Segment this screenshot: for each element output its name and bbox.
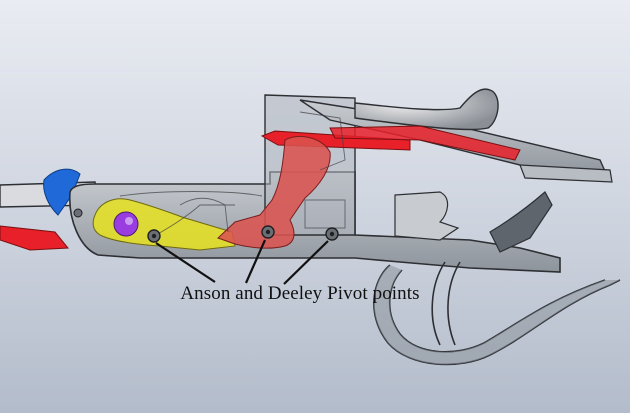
sear-block bbox=[394, 191, 460, 241]
hammer-tumbler bbox=[217, 136, 331, 249]
hinge-pin bbox=[73, 208, 83, 218]
leader-line-2 bbox=[244, 239, 267, 284]
safety-linkage bbox=[329, 125, 521, 161]
caption-text: Anson and Deeley Pivot points bbox=[180, 283, 420, 304]
trigger-plate-tail bbox=[519, 164, 613, 183]
top-lever bbox=[354, 88, 499, 131]
cocking-lever bbox=[92, 198, 236, 251]
diagram-caption: Anson and Deeley Pivot points bbox=[0, 283, 630, 305]
cocking-pin bbox=[113, 211, 139, 237]
trigger-blade-top bbox=[489, 191, 553, 253]
leader-line-1 bbox=[155, 242, 216, 283]
pivot-pins bbox=[73, 208, 339, 243]
trigger-guard-fill bbox=[373, 265, 620, 365]
cocking-pin-highlight bbox=[125, 217, 133, 225]
leader-line-3 bbox=[283, 240, 329, 285]
leader-lines bbox=[155, 239, 329, 285]
